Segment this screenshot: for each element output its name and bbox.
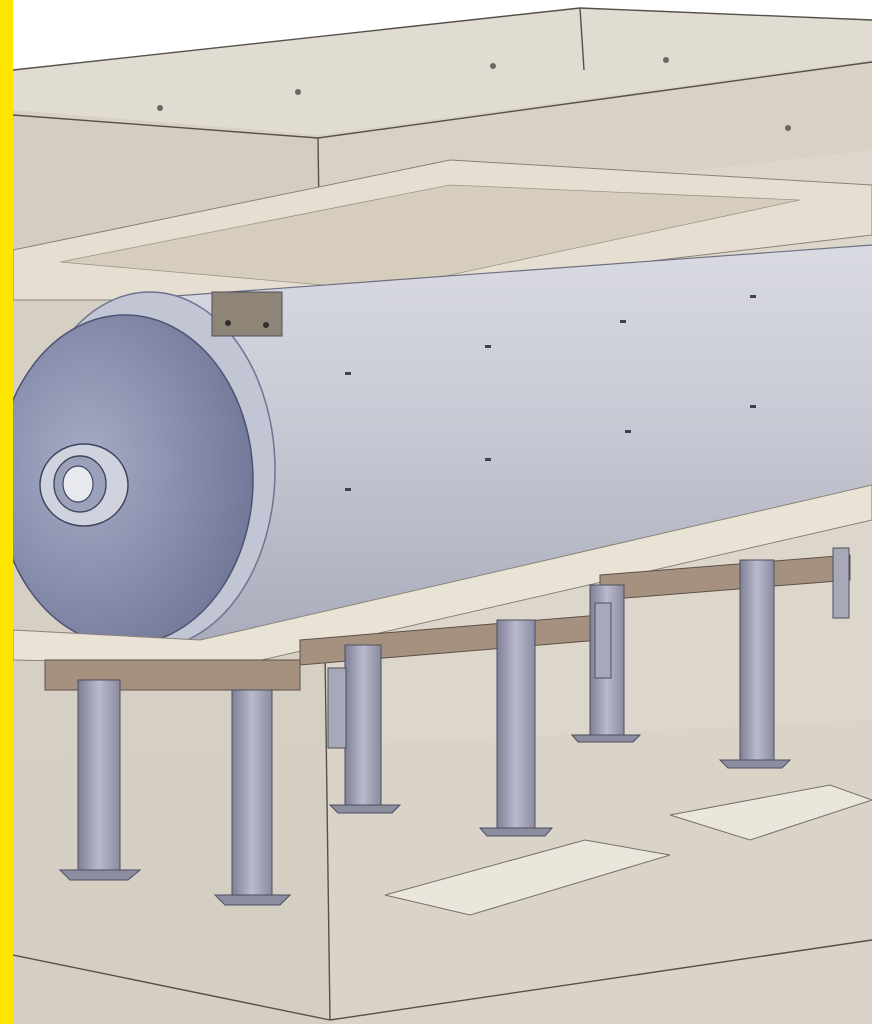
tank-end-nozzle-icon <box>39 443 129 527</box>
support-columns <box>77 559 775 896</box>
ceiling-bolts <box>157 57 791 131</box>
tank-body <box>120 245 872 645</box>
column-base-plates <box>58 734 792 906</box>
yellow-left-bar <box>0 0 13 1024</box>
bracket-bolts <box>225 320 269 328</box>
tank-bolts <box>345 295 756 491</box>
tank-top-edge <box>119 244 872 301</box>
render-svg <box>13 7 872 1024</box>
side-brackets <box>211 291 850 749</box>
top-frame-inner <box>59 184 801 291</box>
floor-pads <box>384 784 872 916</box>
render-area <box>13 0 872 1024</box>
lower-saddle-tray <box>13 484 872 666</box>
enclosure-edges <box>13 7 872 1021</box>
